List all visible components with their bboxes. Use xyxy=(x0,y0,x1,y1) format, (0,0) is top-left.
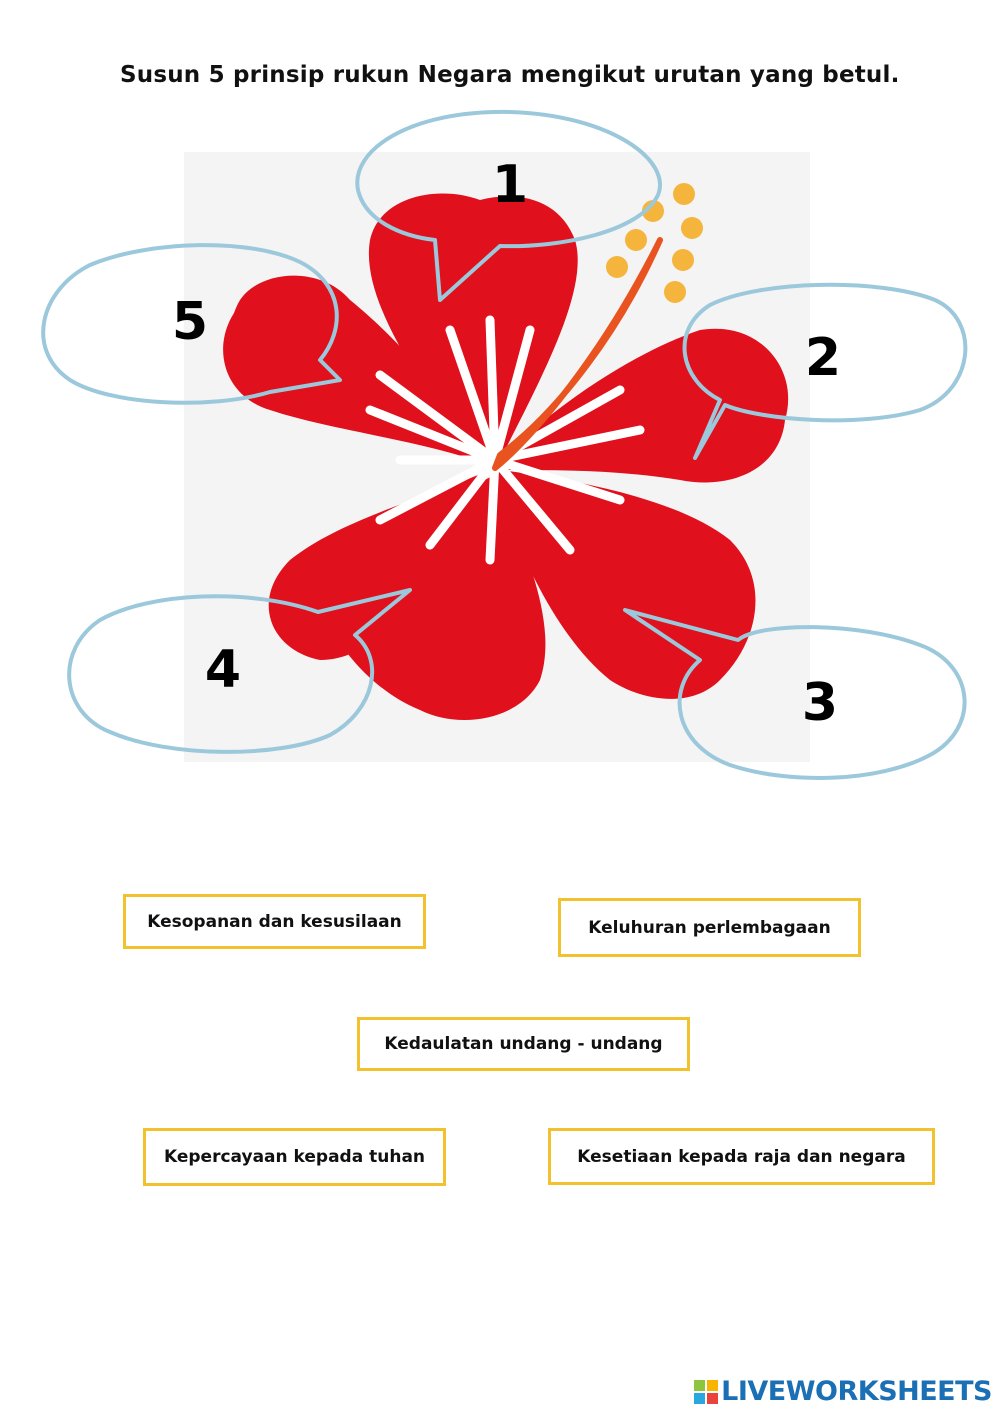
slot-number-5: 5 xyxy=(171,292,209,352)
drop-zone-4[interactable] xyxy=(67,588,412,754)
answer-card-kepercayaan[interactable]: Kepercayaan kepada tuhan xyxy=(143,1128,446,1186)
pollen-dots xyxy=(606,183,703,303)
answer-card-kedaulatan[interactable]: Kedaulatan undang - undang xyxy=(357,1017,690,1071)
slot-number-1: 1 xyxy=(491,155,529,215)
answer-card-keluhuran[interactable]: Keluhuran perlembagaan xyxy=(558,898,861,957)
drop-zone-2[interactable] xyxy=(682,282,968,460)
slot-number-4: 4 xyxy=(204,640,242,700)
answer-card-kesetiaan[interactable]: Kesetiaan kepada raja dan negara xyxy=(548,1128,935,1185)
drop-zone-1[interactable] xyxy=(355,109,662,302)
brand-name: LIVEWORKSHEETS xyxy=(721,1376,992,1407)
drop-zone-5[interactable] xyxy=(41,243,342,405)
liveworksheets-icon xyxy=(694,1379,719,1404)
liveworksheets-logo: LIVEWORKSHEETS xyxy=(693,1376,992,1407)
petal-veins xyxy=(365,315,645,565)
drop-zone-3[interactable] xyxy=(623,608,967,780)
hibiscus-petals xyxy=(223,193,789,720)
hibiscus-illustration xyxy=(41,109,968,780)
instruction-text: Susun 5 prinsip rukun Negara mengikut ur… xyxy=(120,62,900,88)
stamen xyxy=(492,237,663,471)
answer-card-kesopanan[interactable]: Kesopanan dan kesusilaan xyxy=(123,894,426,949)
slot-number-3: 3 xyxy=(801,673,839,733)
slot-number-2: 2 xyxy=(804,328,842,388)
